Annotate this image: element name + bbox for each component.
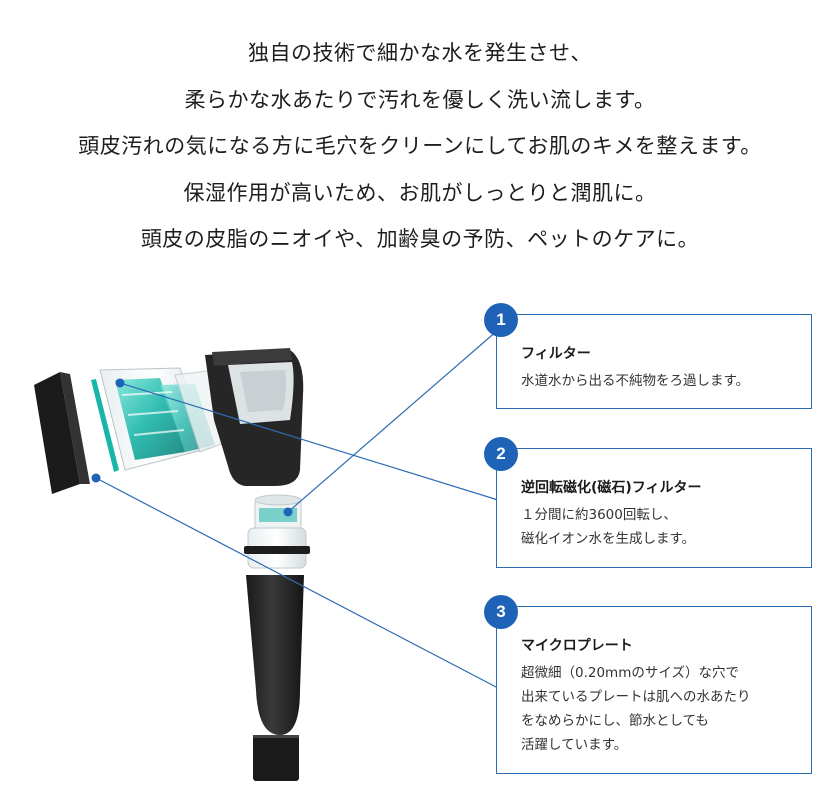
feature-title-2: 逆回転磁化(磁石)フィルター xyxy=(521,480,702,496)
shower-head-body xyxy=(205,348,304,486)
intro-line-2: 柔らかな水あたりで汚れを優しく洗い流します。 xyxy=(184,87,656,112)
intro-text: 独自の技術で細かな水を発生させ、 柔らかな水あたりで汚れを優しく洗い流します。 … xyxy=(0,30,840,263)
feature-desc-3-line-1: 超微細（0.20mmのサイズ）な穴で xyxy=(521,665,739,681)
connector-dot-1 xyxy=(283,507,293,517)
feature-desc-1-line-1: 水道水から出る不純物をろ過します。 xyxy=(521,373,750,389)
intro-line-3: 頭皮汚れの気になる方に毛穴をクリーンにしてお肌のキメを整えます。 xyxy=(78,134,762,158)
micro-plate-part xyxy=(34,372,90,494)
feature-box-2: 逆回転磁化(磁石)フィルター １分間に約3600回転し、 磁化イオン水を生成しま… xyxy=(496,448,812,568)
feature-desc-2-line-2: 磁化イオン水を生成します。 xyxy=(521,531,696,547)
feature-number-badge-1: 1 xyxy=(484,303,518,337)
feature-title-1: フィルター xyxy=(521,346,591,362)
feature-desc-3-line-3: をなめらかにし、節水としても xyxy=(521,713,709,729)
feature-number-badge-2: 2 xyxy=(484,437,518,471)
feature-desc-3-line-4: 活躍しています。 xyxy=(521,737,628,753)
connector-line-3 xyxy=(95,477,499,689)
plate-ring-teal xyxy=(91,379,119,472)
intro-line-4: 保湿作用が高いため、お肌がしっとりと潤肌に。 xyxy=(183,180,657,205)
connector-dot-2 xyxy=(115,378,125,388)
filter-housing-part xyxy=(99,367,233,471)
connector-line-2 xyxy=(119,382,499,501)
intro-line-1: 独自の技術で細かな水を発生させ、 xyxy=(248,41,592,65)
feature-number-badge-3: 3 xyxy=(484,595,518,629)
handle-part xyxy=(246,575,304,781)
feature-title-3: マイクロプレート xyxy=(521,638,633,654)
connector-dot-3 xyxy=(91,473,101,483)
connector-line-1 xyxy=(287,329,499,513)
rotating-filter-part xyxy=(244,494,310,569)
feature-box-3: マイクロプレート 超微細（0.20mmのサイズ）な穴で 出来ているプレートは肌へ… xyxy=(496,606,812,774)
intro-line-5: 頭皮の皮脂のニオイや、加齢臭の予防、ペットのケアに。 xyxy=(140,227,700,251)
connector-lines xyxy=(95,329,499,689)
feature-desc-2-line-1: １分間に約3600回転し、 xyxy=(521,507,677,523)
feature-box-1: フィルター 水道水から出る不純物をろ過します。 xyxy=(496,314,812,409)
feature-desc-3-line-2: 出来ているプレートは肌への水あたり xyxy=(521,689,751,705)
